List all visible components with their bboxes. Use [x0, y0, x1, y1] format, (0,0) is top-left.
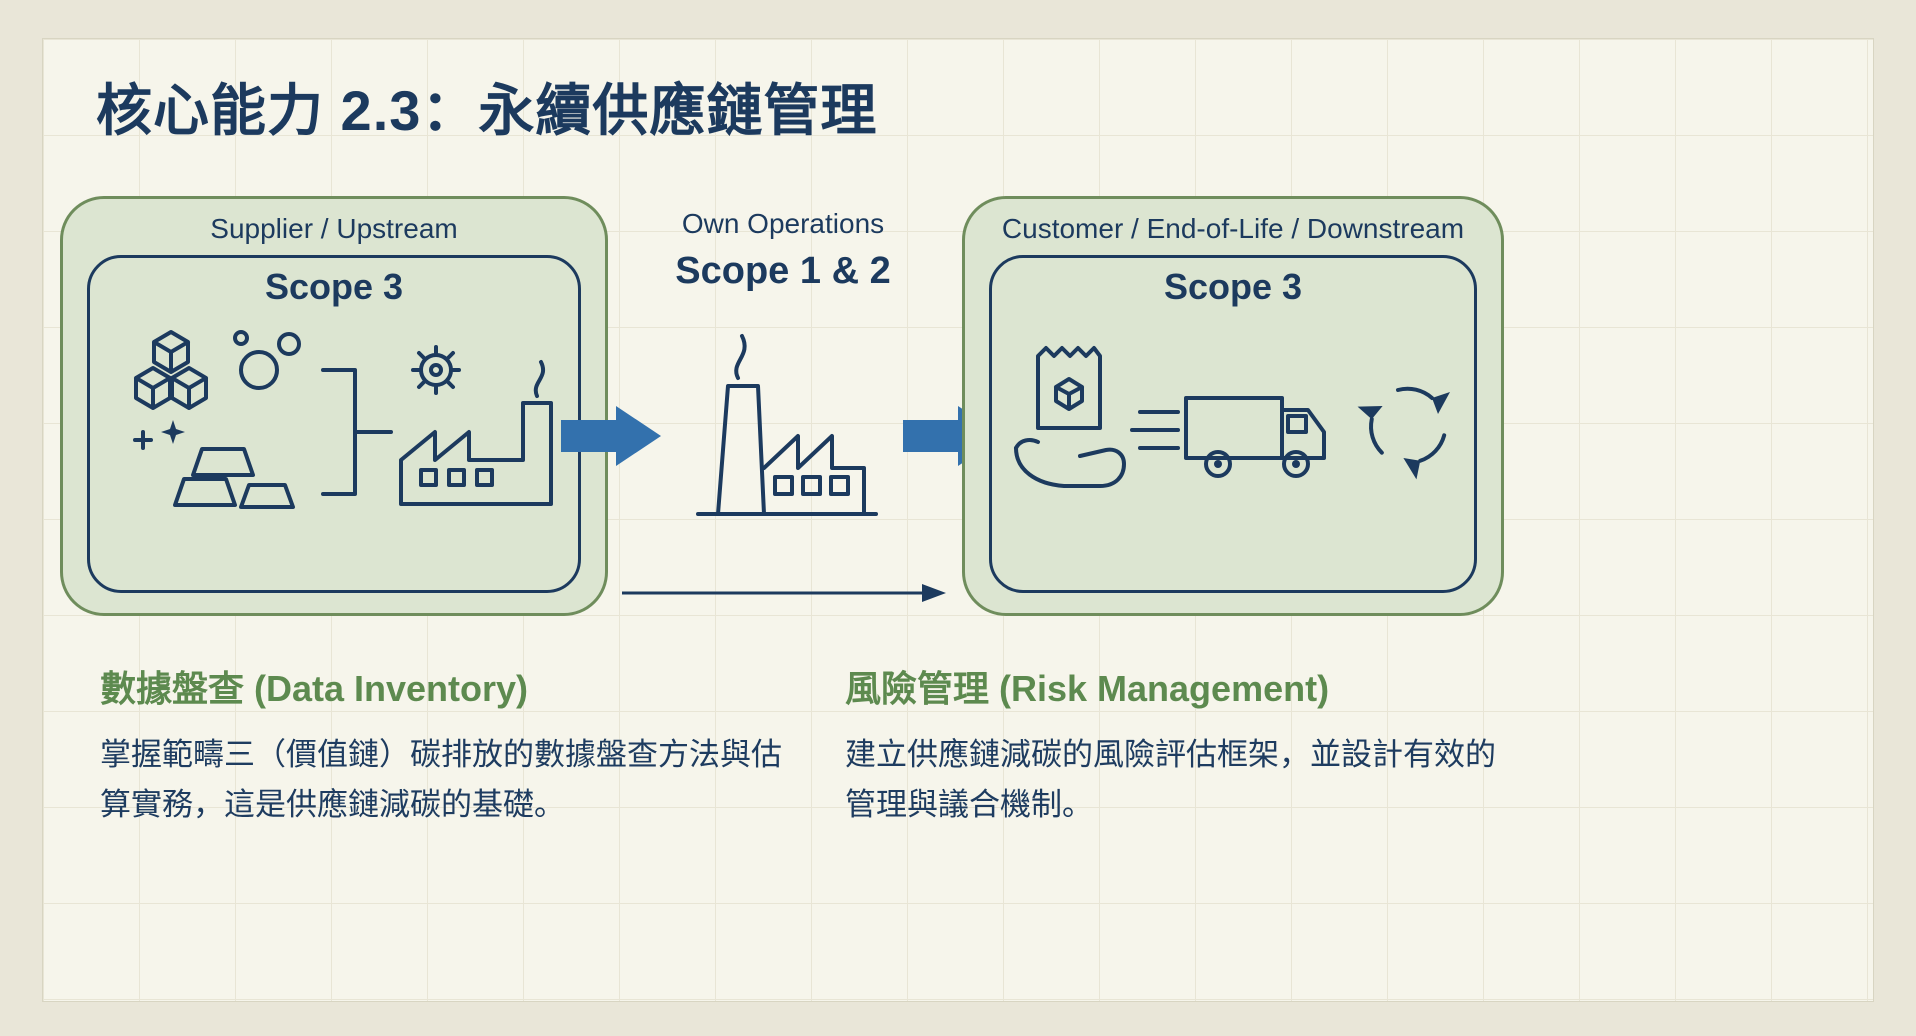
customer-scope-title: Scope 3 [1163, 266, 1303, 307]
customer-box: Customer / End-of-Life / Downstream Scop… [962, 196, 1504, 616]
page-title: 核心能力 2.3：永續供應鏈管理 [96, 79, 878, 142]
risk-management-body: 建立供應鏈減碳的風險評估框架，並設計有效的管理與議合機制。 [845, 737, 1496, 822]
customer-scope-box: Scope 3 [989, 255, 1477, 593]
factory-icon [399, 360, 553, 506]
risk-management-section: 風險管理 (Risk Management) 建立供應鏈減碳的風險評估框架，並設… [845, 660, 1515, 829]
supplier-scope-box: Scope 3 [87, 255, 581, 593]
customer-icons [1014, 346, 1450, 488]
own-operations-label: Own Operations [681, 208, 885, 239]
gear-icon [411, 345, 461, 395]
supplier-label: Supplier / Upstream [210, 213, 458, 244]
bracket-connector-icon [321, 368, 393, 496]
factory-chimney-icon [696, 334, 878, 516]
sparkle-icon [133, 420, 185, 450]
raw-materials-cubes-icon [134, 330, 208, 410]
data-inventory-section: 數據盤查 (Data Inventory) 掌握範疇三（價值鏈）碳排放的數據盤查… [100, 660, 790, 829]
bubbles-icon [233, 330, 301, 390]
gold-ingots-icon [173, 447, 295, 509]
data-inventory-body: 掌握範疇三（價值鏈）碳排放的數據盤查方法與估算實務，這是供應鏈減碳的基礎。 [100, 737, 782, 822]
supplier-icons [133, 330, 553, 509]
bypass-arrow [622, 584, 946, 602]
data-inventory-heading: 數據盤查 (Data Inventory) [100, 668, 529, 709]
hand-package-icon [1014, 346, 1126, 488]
customer-label: Customer / End-of-Life / Downstream [1001, 213, 1465, 244]
flow-arrow-left [561, 406, 661, 466]
own-operations-column: Own Operations Scope 1 & 2 [630, 208, 936, 293]
supplier-box: Supplier / Upstream Scope 3 [60, 196, 608, 616]
own-operations-scope-title: Scope 1 & 2 [675, 250, 891, 292]
supplier-scope-title: Scope 3 [264, 266, 404, 307]
delivery-truck-icon [1130, 396, 1326, 478]
recycle-icon [1357, 386, 1450, 480]
risk-management-heading: 風險管理 (Risk Management) [845, 668, 1330, 709]
